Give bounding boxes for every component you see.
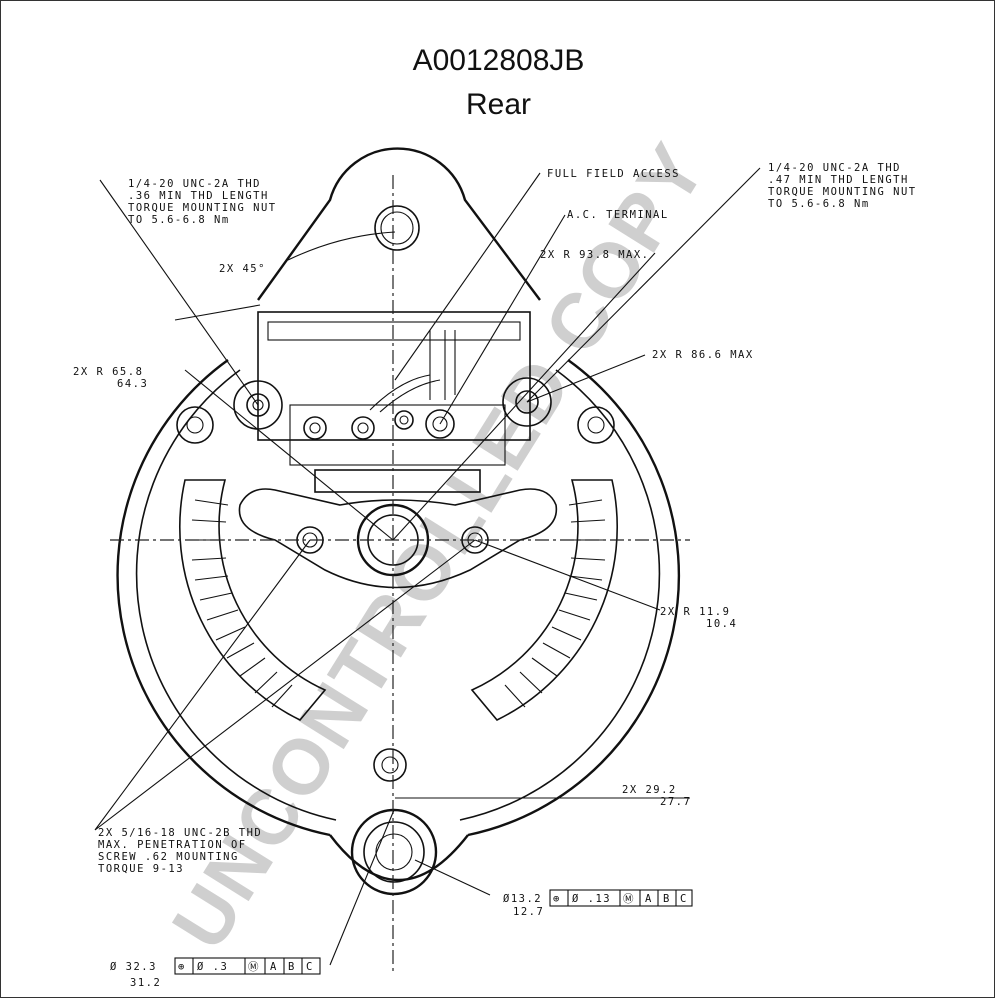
regulator-block — [257, 311, 531, 493]
right-thread-note: 1/4-20 UNC-2A THD .47 MIN THD LENGTH TOR… — [768, 162, 917, 210]
vent-slots-right — [470, 479, 619, 721]
svg-text:A: A — [270, 961, 278, 973]
svg-text:B: B — [288, 961, 296, 973]
svg-text:TORQUE MOUNTING NUT: TORQUE MOUNTING NUT — [128, 202, 277, 214]
ac-terminal-label: A.C. TERMINAL — [567, 209, 669, 221]
stud-boss-right — [502, 377, 552, 427]
radius-11-9-label: 2X R 11.9 — [660, 606, 730, 618]
svg-text:SCREW .62 MOUNTING: SCREW .62 MOUNTING — [98, 851, 239, 863]
svg-text:C: C — [306, 961, 314, 973]
angle-label: 2X 45° — [219, 263, 266, 275]
full-field-access-label: FULL FIELD ACCESS — [547, 168, 680, 180]
vent-slots-left — [178, 479, 327, 721]
dia-13-2-label: Ø13.2 — [503, 893, 542, 905]
svg-text:1/4-20 UNC-2A THD: 1/4-20 UNC-2A THD — [768, 162, 901, 174]
dia-32-3-label: Ø 32.3 — [110, 961, 157, 973]
svg-text:A: A — [645, 893, 653, 905]
svg-text:B: B — [663, 893, 671, 905]
dia-12-7-label: 12.7 — [513, 906, 544, 918]
radius-86-6-label: 2X R 86.6 MAX — [652, 349, 754, 361]
svg-text:TO 5.6-6.8 Nm: TO 5.6-6.8 Nm — [128, 214, 230, 226]
radius-65-8-label: 2X R 65.8 — [73, 366, 143, 378]
tolerance-frame-large: ⊕ Ø .3 Ⓜ A B C — [174, 957, 321, 975]
svg-text:TORQUE MOUNTING NUT: TORQUE MOUNTING NUT — [768, 186, 917, 198]
radius-64-3-label: 64.3 — [117, 378, 148, 390]
svg-text:MAX. PENETRATION OF: MAX. PENETRATION OF — [98, 839, 247, 851]
view-subtitle: Rear — [465, 88, 532, 121]
terminal-studs — [303, 409, 455, 440]
svg-text:2X 5/16-18 UNC-2B THD: 2X 5/16-18 UNC-2B THD — [98, 827, 262, 839]
radius-10-4-label: 10.4 — [706, 618, 737, 630]
centerlines — [110, 175, 690, 975]
svg-text:⊕: ⊕ — [178, 961, 186, 973]
dim-27-7-label: 27.7 — [660, 796, 691, 808]
radius-93-8-label: 2X R 93.8 MAX. — [540, 249, 650, 261]
svg-text:TO 5.6-6.8 Nm: TO 5.6-6.8 Nm — [768, 198, 870, 210]
svg-text:C: C — [680, 893, 688, 905]
bottom-bolt — [373, 748, 407, 782]
side-bolt-right — [577, 406, 615, 444]
mount-screw-note: 2X 5/16-18 UNC-2B THD MAX. PENETRATION O… — [98, 827, 262, 875]
svg-text:Ø .3: Ø .3 — [197, 961, 228, 973]
top-mount-ear — [374, 205, 420, 251]
svg-text:⊕: ⊕ — [553, 893, 561, 905]
svg-text:.47 MIN THD LENGTH: .47 MIN THD LENGTH — [768, 174, 909, 186]
part-number-title: A0012808JB — [412, 44, 585, 77]
tolerance-frame-small: ⊕ Ø .13 Ⓜ A B C — [549, 889, 693, 907]
svg-text:Ø .13: Ø .13 — [572, 893, 611, 905]
leader-lines — [94, 167, 761, 966]
svg-text:1/4-20 UNC-2A THD: 1/4-20 UNC-2A THD — [128, 178, 261, 190]
side-bolt-left — [176, 406, 214, 444]
dia-31-2-label: 31.2 — [130, 977, 161, 989]
dim-29-2-label: 2X 29.2 — [622, 784, 677, 796]
svg-text:Ⓜ: Ⓜ — [623, 893, 635, 905]
svg-text:TORQUE 9-13: TORQUE 9-13 — [98, 863, 184, 875]
svg-text:Ⓜ: Ⓜ — [248, 961, 260, 973]
svg-text:.36 MIN THD LENGTH: .36 MIN THD LENGTH — [128, 190, 269, 202]
left-thread-note: 1/4-20 UNC-2A THD .36 MIN THD LENGTH TOR… — [128, 178, 277, 226]
